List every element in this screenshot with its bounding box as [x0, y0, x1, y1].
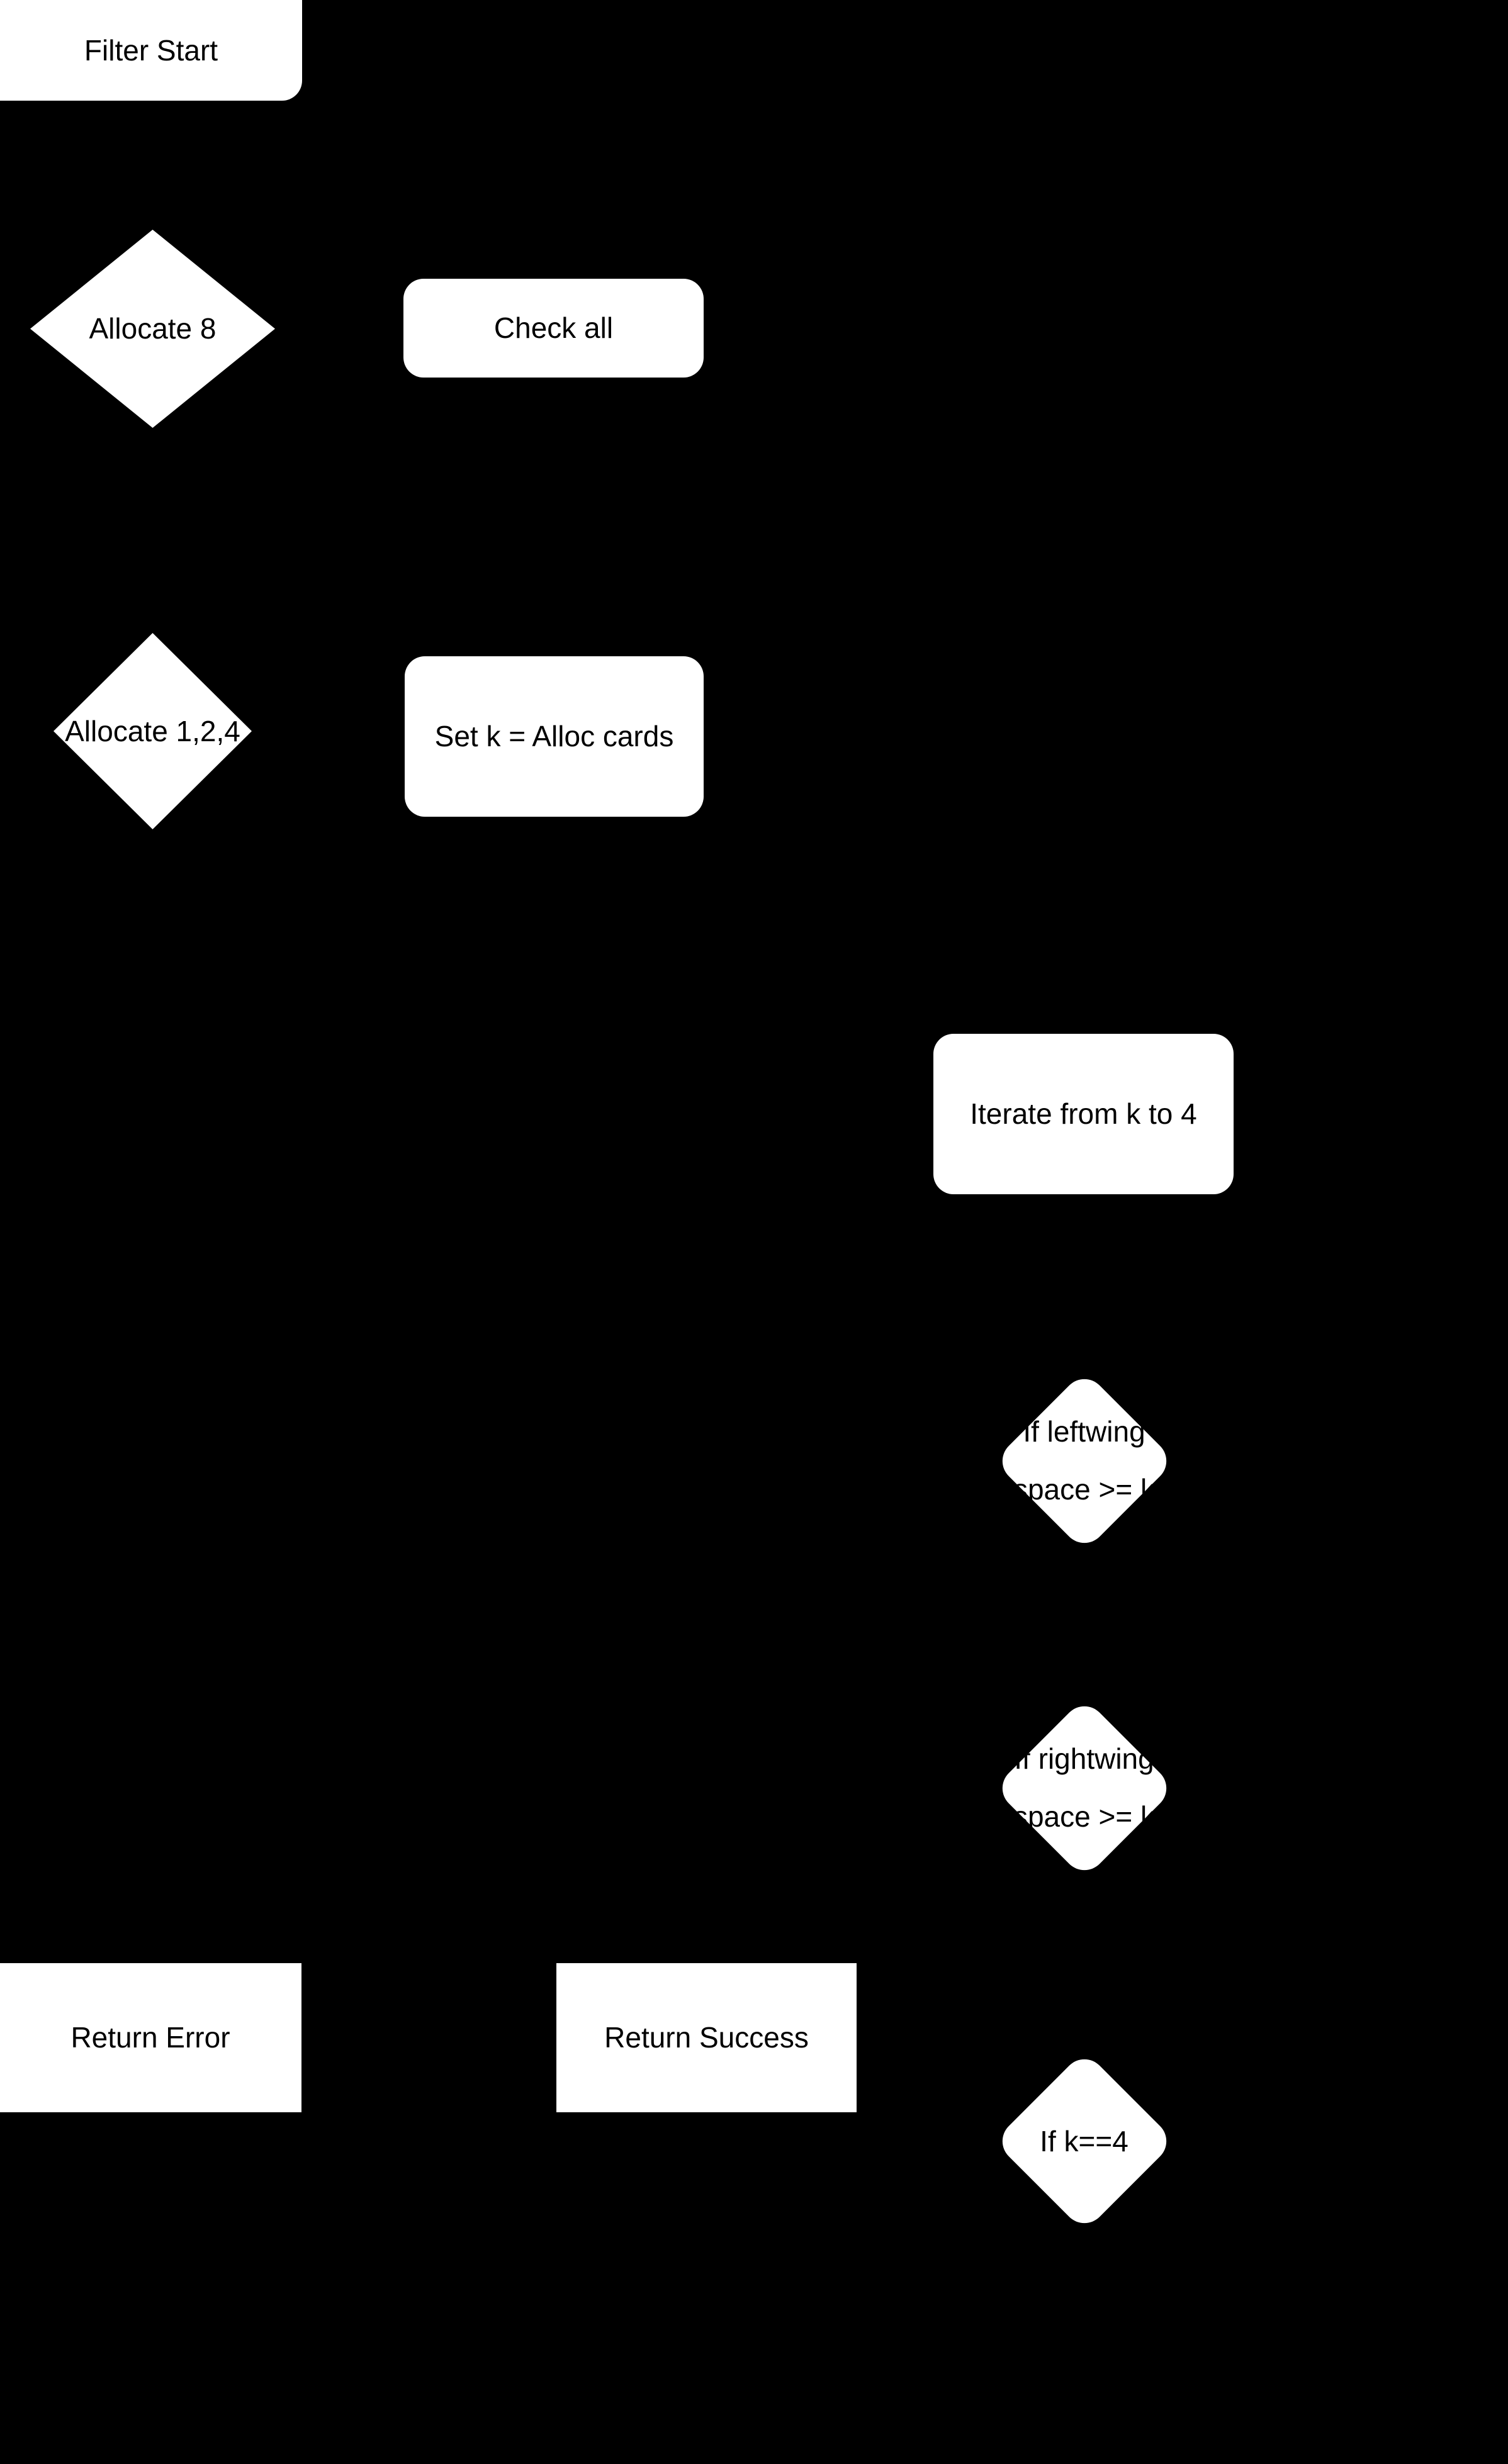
node-set-k[interactable]: Set k = Alloc cards [405, 656, 704, 817]
node-filter-start-label: Filter Start [84, 33, 218, 67]
node-allocate-124[interactable]: Allocate 1,2,4 [53, 633, 252, 829]
node-check-all[interactable]: Check all [403, 279, 704, 378]
node-allocate-8[interactable]: Allocate 8 [30, 230, 275, 428]
node-if-k-eq-4[interactable]: If k==4 [993, 2050, 1175, 2232]
node-allocate-124-shape [53, 633, 252, 829]
node-if-leftwing-shape [993, 1370, 1175, 1552]
node-check-all-label: Check all [493, 311, 614, 345]
node-return-success[interactable]: Return Success [556, 1963, 857, 2112]
node-iterate-label: Iterate from k to 4 [970, 1097, 1197, 1131]
node-set-k-label: Set k = Alloc cards [434, 720, 674, 753]
node-if-leftwing[interactable]: If leftwing space >= k [993, 1370, 1175, 1552]
node-iterate[interactable]: Iterate from k to 4 [933, 1034, 1234, 1194]
node-if-rightwing-shape [993, 1697, 1175, 1879]
node-if-rightwing[interactable]: If rightwing space >= k [993, 1697, 1175, 1879]
node-return-success-label: Return Success [604, 2021, 809, 2054]
node-return-error[interactable]: Return Error [0, 1963, 301, 2112]
node-allocate-8-label: Allocate 8 [89, 312, 217, 345]
node-if-k-eq-4-shape [993, 2050, 1175, 2232]
node-return-error-label: Return Error [70, 2021, 230, 2054]
node-filter-start[interactable]: Filter Start [0, 0, 302, 101]
